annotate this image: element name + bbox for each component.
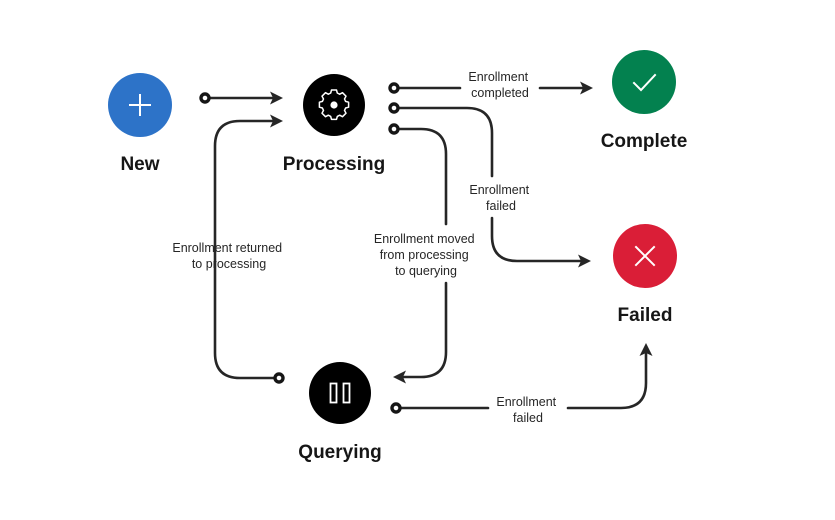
state-label-new: New [120, 154, 159, 175]
arrowhead-icon [393, 370, 406, 384]
edge-new-to-processing [199, 91, 283, 105]
edge-start-dot [388, 102, 400, 114]
state-node-complete[interactable]: Complete [601, 50, 688, 152]
edge-querying-to-failed [390, 343, 653, 414]
state-node-new[interactable]: New [108, 73, 172, 175]
state-label-failed: Failed [618, 305, 673, 326]
edge-start-dot [390, 402, 402, 414]
gear-icon [318, 89, 350, 121]
arrowhead-icon [578, 254, 591, 268]
state-node-querying[interactable]: Querying [298, 362, 382, 463]
state-node-processing[interactable]: Processing [283, 74, 385, 175]
edge-querying-to-processing [213, 114, 285, 384]
state-circle-querying [309, 362, 371, 424]
checkmark-icon [632, 73, 657, 92]
state-node-failed[interactable]: Failed [613, 224, 677, 326]
edge-start-dot [388, 123, 400, 135]
edge-processing-to-querying [388, 123, 448, 384]
state-label-processing: Processing [283, 154, 385, 175]
close-icon [634, 245, 656, 267]
edge-start-dot [199, 92, 211, 104]
edge-label-querying-to-processing: Enrollment returned to processing [172, 241, 285, 271]
edge-label-querying-to-failed: Enrollment failed [496, 395, 559, 425]
edge-label-processing-to-failed: Enrollment failed [469, 183, 532, 213]
edge-label-processing-to-querying: Enrollment moved from processing to quer… [374, 232, 478, 278]
edge-start-dot [273, 372, 285, 384]
edge-processing-to-complete [388, 81, 593, 95]
arrowhead-icon [270, 91, 283, 105]
edge-processing-to-failed [388, 102, 591, 268]
plus-icon [129, 94, 151, 116]
arrowhead-icon [639, 343, 653, 356]
state-circle-complete [612, 50, 676, 114]
pause-icon [329, 382, 351, 404]
arrowhead-icon [580, 81, 593, 95]
arrowhead-icon [270, 114, 283, 128]
state-label-complete: Complete [601, 131, 688, 152]
edge-label-processing-to-complete: Enrollment completed [468, 70, 531, 100]
edge-start-dot [388, 82, 400, 94]
state-label-querying: Querying [298, 442, 381, 463]
